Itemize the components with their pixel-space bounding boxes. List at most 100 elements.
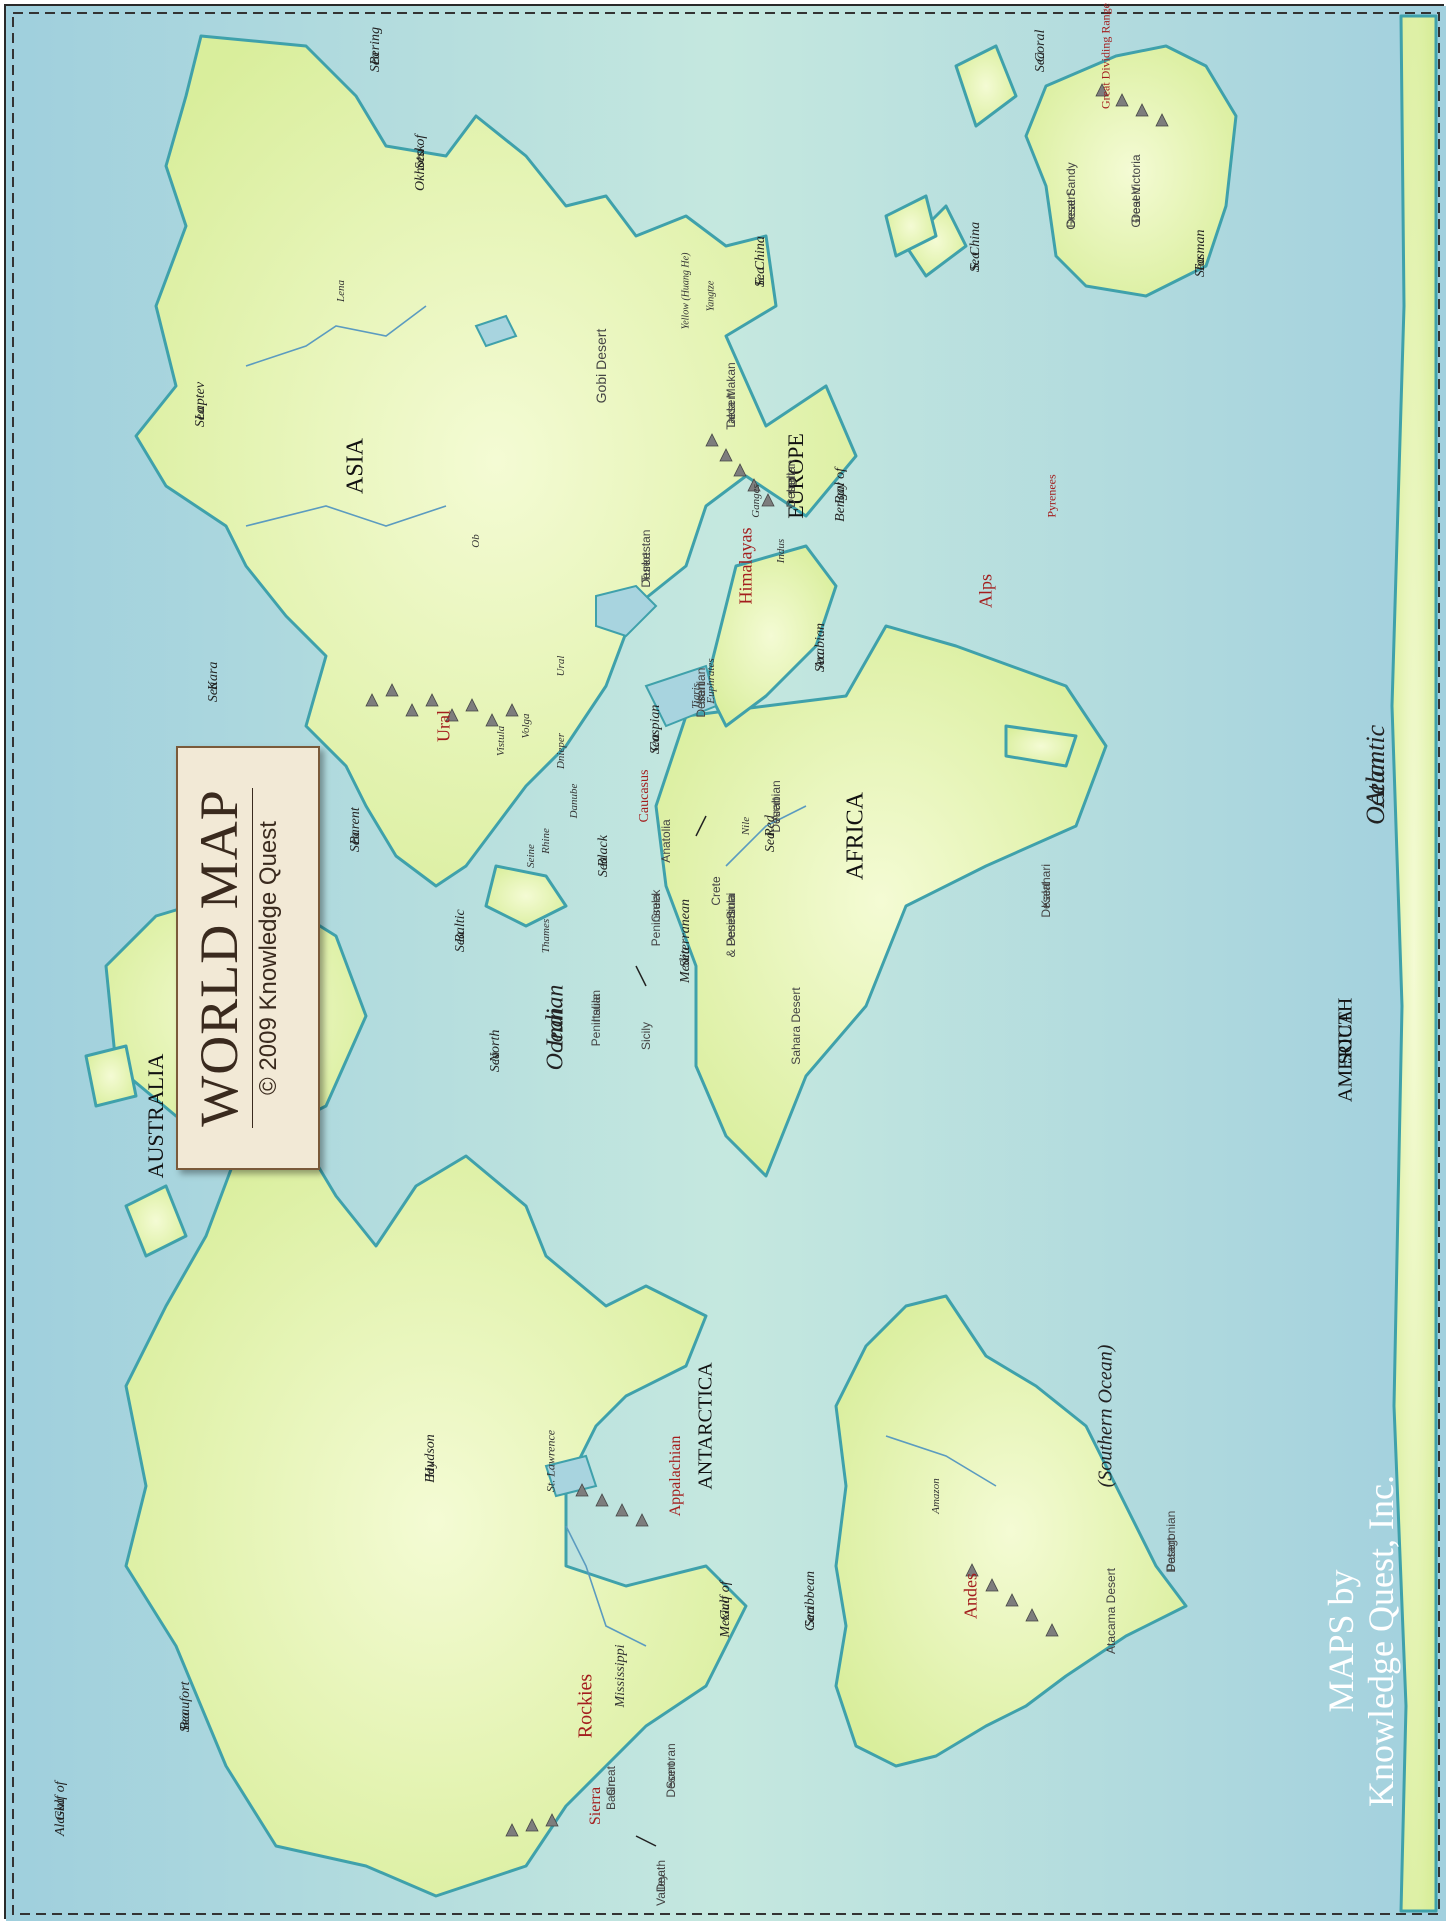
lake-icon — [644, 664, 718, 728]
credit-line-2: Knowledge Quest, Inc. — [1361, 1475, 1401, 1807]
island-madagascar — [1004, 724, 1078, 768]
label-rivers-rhine: Rhine — [540, 828, 552, 854]
map-border — [12, 12, 1440, 1915]
map-title: WORLD MAP — [189, 789, 249, 1127]
label-seas-echina-2: Sea — [753, 266, 768, 288]
label-deserts-indian-2: Desert — [784, 472, 798, 508]
label-regions-crete: Crete — [709, 876, 723, 906]
label-rivers-ural-river: Ural — [555, 655, 567, 677]
label-deserts-great-sandy-2: Desert — [1064, 192, 1078, 228]
label-deserts-atacama: Atacama Desert — [1104, 1567, 1118, 1655]
label-regions-greek-2: Peninsula — [649, 893, 663, 947]
pointer-arrow-icon — [695, 815, 707, 837]
label-rivers-amazon: Amazon — [930, 1478, 942, 1514]
label-seas-coral-2: Sea — [1033, 51, 1048, 73]
label-deserts-great-basin-2: Basin — [604, 1779, 618, 1811]
island-britain — [484, 864, 568, 928]
label-seas-schina-2: Sea — [968, 251, 983, 273]
mountain-range-icon — [575, 1483, 649, 1527]
label-deserts-sinai-3: & Desert — [724, 910, 738, 958]
label-rivers-st-lawrence: St. Lawrence — [543, 1429, 558, 1493]
label-oceans-atlantic-2: Ocean — [1361, 757, 1390, 825]
mountain-range-icon — [505, 1813, 559, 1837]
australia-landmass — [1024, 44, 1238, 298]
mountain-range-icon — [965, 1563, 1059, 1637]
label-rivers-lena: Lena — [335, 280, 347, 302]
label-mountains-ural: Ural — [433, 710, 454, 742]
island-borneo — [884, 194, 938, 258]
label-mountains-sierra: Sierra — [587, 1786, 604, 1826]
label-seas-kara-2: Sea — [206, 681, 221, 703]
label-seas-caribbean-2: Sea — [803, 1606, 818, 1628]
label-continents-south-america-2: AMERICA — [1334, 1009, 1357, 1103]
pointer-arrow-icon — [635, 965, 647, 987]
credit-line-1: MAPS by — [1321, 1569, 1361, 1713]
south-america-landmass — [834, 1294, 1188, 1768]
label-rivers-indus: Indus — [775, 538, 787, 564]
label-seas-tasman-2: Sea — [1193, 256, 1208, 278]
label-mountains-appalachian: Appalachian — [667, 1435, 684, 1517]
island-new-guinea — [954, 44, 1018, 128]
label-rivers-mississippi: Mississippi — [613, 1644, 628, 1708]
mountain-range-icon — [705, 433, 775, 507]
label-rivers-thames: Thames — [540, 918, 552, 954]
label-mountains-great-dividing: Great Dividing Range — [1098, 3, 1113, 109]
label-seas-baltic-2: Sea — [453, 931, 468, 953]
river-ob — [245, 505, 447, 527]
river-mississippi — [565, 1525, 647, 1647]
label-oceans-indian-2: Ocean — [542, 1007, 569, 1071]
lake-icon — [474, 314, 518, 348]
lake-icon — [544, 1454, 598, 1498]
label-mountains-pyrenees: Pyrenees — [1044, 474, 1059, 518]
antarctica-landmass — [1390, 14, 1438, 1913]
label-seas-gulf-mexico-2: Mexico — [718, 1596, 733, 1638]
label-regions-anatolia: Anatolia — [659, 819, 673, 863]
label-mountains-alps: Alps — [975, 573, 996, 609]
label-seas-barent-2: Sea — [348, 831, 363, 853]
map-copyright: © 2009 Knowledge Quest — [255, 821, 282, 1095]
mountain-range-icon — [365, 683, 519, 727]
label-seas-beaufort-2: Sea — [178, 1711, 193, 1733]
label-seas-hudson-2: Bay — [423, 1461, 438, 1483]
label-seas-alaska-2: Alaska — [53, 1797, 68, 1837]
label-seas-caspian-2: Sea — [648, 733, 663, 755]
lake-icon — [595, 584, 658, 638]
title-panel: WORLD MAP © 2009 Knowledge Quest — [176, 746, 320, 1170]
label-deserts-patagonian-2: Desert — [1164, 1537, 1178, 1573]
label-deserts-arabian-2: Desert — [769, 797, 783, 833]
label-deserts-great-victoria-2: Desert — [1129, 187, 1143, 223]
label-rivers-ganges: Ganges — [750, 484, 762, 518]
label-mountains-rockies: Rockies — [574, 1673, 597, 1739]
label-seas-laptev-2: Sea — [193, 406, 208, 428]
label-seas-north-2: Sea — [488, 1051, 503, 1073]
label-deserts-turkestan-2: Desert — [639, 552, 653, 588]
label-deserts-kalahari-2: Desert — [1039, 882, 1053, 918]
label-regions-italian-2: Peninsula — [589, 993, 603, 1047]
pointer-arrow-icon — [635, 1835, 657, 1847]
label-rivers-euphrates: Euphrates — [705, 658, 717, 704]
label-deserts-sonoran-2: Desert — [664, 1762, 678, 1798]
label-rivers-nile: Nile — [740, 816, 752, 836]
label-rivers-tigris: Tigris — [690, 683, 702, 709]
label-rivers-vistula: Vistula — [495, 725, 507, 757]
label-continents-africa: AFRICA — [842, 791, 869, 881]
island-arctic-2 — [124, 1184, 188, 1258]
mountain-range-icon — [1095, 83, 1169, 127]
label-deserts-sahara: Sahara Desert — [789, 987, 803, 1065]
label-continents-antarctica: ANTARCTICA — [694, 1362, 717, 1490]
label-rivers-volga: Volga — [520, 713, 532, 739]
river-nile — [725, 805, 807, 867]
label-mountains-andes: Andes — [960, 1573, 981, 1619]
north-america-landmass — [124, 1144, 748, 1898]
credit: MAPS by Knowledge Quest, Inc. — [1321, 1431, 1401, 1851]
river-lena — [245, 305, 427, 367]
label-seas-okhotsk-2: Okhotsk — [413, 145, 428, 191]
label-seas-mediterranean-2: Sea — [678, 946, 693, 968]
label-seas-red-2: Sea — [763, 831, 778, 853]
label-rivers-seine: Seine — [525, 844, 537, 868]
label-regions-sicily: Sicily — [639, 1021, 653, 1051]
label-mountains-caucasus: Caucasus — [637, 769, 652, 823]
label-continents-asia: ASIA — [342, 437, 369, 495]
label-deserts-death-valley-2: Valley — [654, 1874, 668, 1906]
label-rivers-dnieper: Dnieper — [555, 732, 567, 770]
